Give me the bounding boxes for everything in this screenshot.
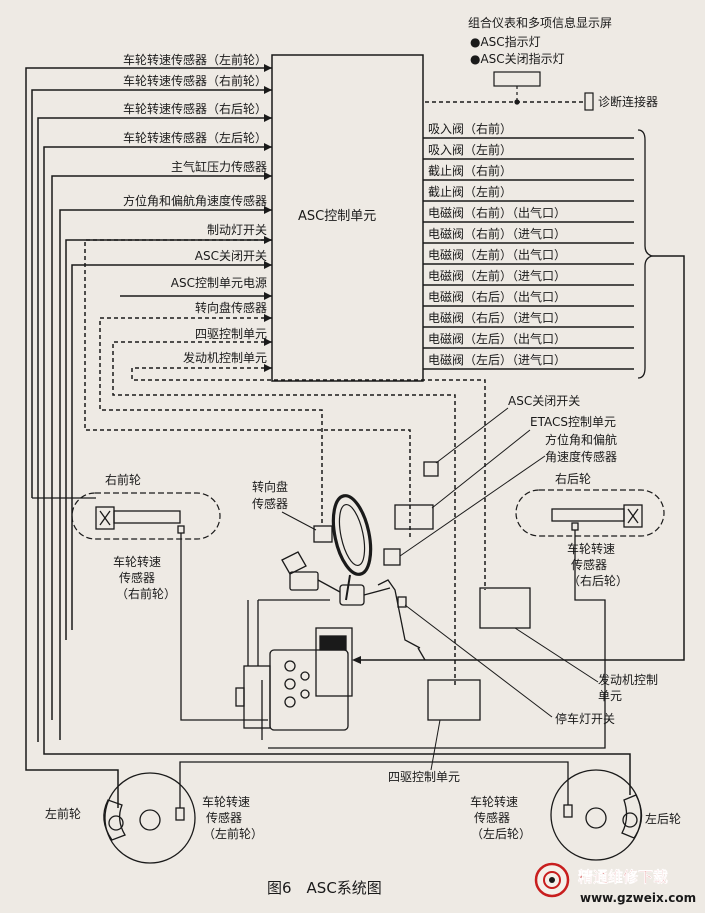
yaw-sensor-label-2: 角速度传感器 [545,449,617,464]
fr-speed-label-1: 车轮转速 [113,554,161,569]
speed-sensor-wires [32,497,606,749]
rear-left-wheel-assembly [550,769,643,861]
figure-caption: 图6 ASC系统图 [267,879,382,897]
front-right-brake [95,506,185,534]
input-label: 转向盘传感器 [195,300,267,315]
rl-speed-label-1: 车轮转速 [470,794,518,809]
valve-bus-line [360,255,685,661]
watermark-url: www.gzweix.com [580,891,696,905]
brake-pedal-assembly [258,551,426,661]
fl-speed-label-3: （左前轮） [203,826,263,841]
yaw-sensor-box [383,548,401,566]
rear-right-brake [551,504,643,531]
input-label: 四驱控制单元 [195,327,267,341]
watermark: 精通维修下载 www.gzweix.com [534,862,696,905]
input-label: 发动机控制单元 [183,350,267,365]
stop-lamp-switch-label: 停车灯开关 [555,711,615,726]
rl-speed-label-2: 传感器 [474,810,510,825]
valve-label: 电磁阀（右后）（出气口） [428,289,566,304]
valve-bus-arrow [352,656,361,664]
asc-control-unit-label: ASC控制单元 [298,209,376,224]
asc-off-switch-leader [435,407,509,464]
front-right-wheel-outline [71,492,221,540]
valve-label: 电磁阀（左前）（进气口） [428,268,566,283]
rear-right-wheel-outline [515,489,665,537]
steering-wheel [331,494,373,601]
valve-label: 电磁阀（右后）（进气口） [428,310,566,325]
valve-label: 电磁阀（右前）（出气口） [428,205,566,220]
watermark-text: 精通维修下载 [578,868,668,886]
engine-ecu-leader [514,627,599,683]
input-arrows [264,64,272,372]
etacs-leader [431,429,531,509]
fr-speed-label-2: 传感器 [119,570,155,585]
rr-speed-label-3: （右后轮） [568,573,628,588]
valve-label: 吸入阀（左前） [428,142,512,157]
asc-off-indicator-label: ●ASC关闭指示灯 [470,51,565,66]
steering-sensor-label-1: 转向盘 [252,479,288,494]
rr-speed-label-2: 传感器 [571,557,607,572]
diagnostic-connector-box [584,92,594,111]
valve-label: 电磁阀（左后）（进气口） [428,352,566,367]
asc-control-unit-box [271,54,424,382]
valve-output-lines [423,137,634,370]
input-label: 主气缸压力传感器 [171,159,267,174]
yaw-sensor-leader [399,455,546,557]
front-left-wheel-label: 左前轮 [45,806,81,821]
front-right-wheel-label: 右前轮 [105,472,141,487]
etacs-label: ETACS控制单元 [530,415,616,429]
engine-ecu-label-1: 发动机控制 [598,672,658,687]
awd-ecu-label: 四驱控制单元 [388,770,460,784]
input-label: ASC关闭开关 [195,249,267,263]
fr-speed-label-3: （右前轮） [116,586,176,601]
valve-labels: 吸入阀（右前） 吸入阀（左前） 截止阀（右前） 截止阀（左前） 电磁阀（右前）（… [428,121,566,367]
valve-label: 吸入阀（右前） [428,121,512,136]
rl-speed-label-3: （左后轮） [471,826,531,841]
steering-sensor-label-2: 传感器 [252,496,288,511]
stop-lamp-leader [404,604,553,718]
input-label: 车轮转速传感器（左后轮） [123,130,267,145]
input-label: 车轮转速传感器（右前轮） [123,73,267,88]
input-label: 方位角和偏航角速度传感器 [123,193,267,208]
valve-label: 电磁阀（左前）（出气口） [428,247,566,262]
front-left-wheel-assembly [103,772,196,864]
rear-right-wheel-label: 右后轮 [555,471,591,486]
input-label: 车轮转速传感器（左前轮） [123,52,267,67]
rear-wheel-wires [179,761,569,808]
diagnostic-connector-label: 诊断连接器 [598,94,658,109]
display-title: 组合仪表和多项信息显示屏 [468,15,612,30]
rr-speed-label-1: 车轮转速 [567,541,615,556]
rear-left-wheel-label: 左后轮 [645,811,681,826]
etacs-box [394,504,434,530]
input-wires-solid [25,67,631,808]
engine-ecu-label-2: 单元 [598,689,622,703]
input-label: 制动灯开关 [207,223,267,237]
fl-speed-label-1: 车轮转速 [202,794,250,809]
steering-sensor-box [313,525,333,543]
input-labels: 车轮转速传感器（左前轮） 车轮转速传感器（右前轮） 车轮转速传感器（右后轮） 车… [123,52,267,365]
input-wires-dashed [84,239,486,685]
input-label: 车轮转速传感器（右后轮） [123,101,267,116]
yaw-sensor-label-1: 方位角和偏航 [545,432,617,447]
engine-ecu-box [479,587,531,629]
awd-ecu-box [427,679,481,721]
valve-label: 电磁阀（左后）（出气口） [428,331,566,346]
input-label: ASC控制单元电源 [171,276,267,290]
valve-brace [637,129,655,379]
steering-sensor-leader [281,511,317,531]
hydraulic-unit [235,600,353,740]
display-box [493,71,541,87]
fl-speed-label-2: 传感器 [206,810,242,825]
asc-indicator-label: ●ASC指示灯 [470,34,541,49]
valve-label: 电磁阀（右前）（进气口） [428,226,566,241]
asc-off-switch-label: ASC关闭开关 [508,394,580,408]
asc-off-switch-box [423,461,439,477]
valve-label: 截止阀（左前） [428,184,512,199]
valve-label: 截止阀（右前） [428,163,512,178]
